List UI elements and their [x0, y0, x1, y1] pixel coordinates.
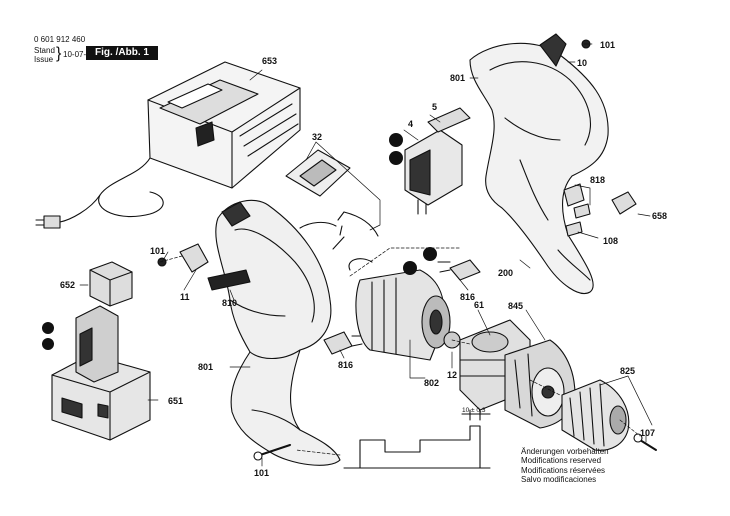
svg-text:A: A	[393, 136, 400, 146]
callout-61: 61	[474, 300, 484, 310]
clutch-ring-icon	[504, 339, 576, 429]
svg-text:A: A	[427, 250, 434, 260]
callout-11: 11	[180, 292, 190, 302]
callout-653: 653	[262, 56, 277, 66]
dimension-label: 10 ± 0,3	[462, 407, 486, 414]
callout-810: 810	[222, 298, 237, 308]
battery-pack-icon	[51, 305, 151, 441]
housing-half-right-icon	[469, 33, 609, 294]
svg-text:B: B	[393, 154, 400, 164]
small-parts-icon	[563, 183, 637, 237]
callout-816-b: 816	[338, 360, 353, 370]
callout-802: 802	[424, 378, 439, 388]
callout-101-left: 101	[150, 246, 165, 256]
leader-lines	[79, 43, 653, 467]
marker-b-top: B	[389, 151, 403, 165]
callout-200: 200	[498, 268, 513, 278]
svg-text:B: B	[407, 264, 414, 274]
marker-a-motor: A	[423, 247, 437, 261]
callout-825: 825	[620, 366, 635, 376]
battery-small-icon	[89, 261, 133, 307]
svg-text:−: −	[45, 340, 51, 351]
motor-icon	[348, 258, 461, 361]
note-fr: Modifications réservées	[521, 465, 606, 475]
marker-a-top: A	[389, 133, 403, 147]
callout-801-bottom: 801	[198, 362, 213, 372]
document-number: 0 601 912 460	[34, 35, 86, 44]
note-de: Änderungen vorbehalten	[521, 447, 609, 456]
stand-label: Stand	[34, 46, 55, 55]
callout-107: 107	[640, 428, 655, 438]
figure-label: Fig. /Abb. 1	[86, 46, 158, 60]
charger-icon	[35, 61, 301, 229]
brush-cover-icon	[285, 149, 379, 250]
assembly-lines	[159, 247, 641, 456]
callout-801-top: 801	[450, 73, 465, 83]
callout-818: 818	[590, 175, 605, 185]
callout-32: 32	[312, 132, 322, 142]
brush-holder-icon	[323, 259, 481, 355]
minus-terminal-icon: −	[42, 338, 54, 351]
callout-4: 4	[408, 119, 413, 129]
callout-651: 651	[168, 396, 183, 406]
housing-half-left-icon	[215, 199, 341, 466]
issue-label: Issue	[34, 55, 54, 64]
callout-12: 12	[447, 370, 457, 380]
callout-101-bottom: 101	[254, 468, 269, 478]
svg-text:+: +	[45, 324, 51, 335]
switch-icon	[404, 107, 471, 215]
chuck-icon	[561, 379, 630, 451]
callout-101-top: 101	[600, 40, 615, 50]
callout-658: 658	[652, 211, 667, 221]
marker-b-motor: B	[403, 261, 417, 275]
note-es: Salvo modificaciones	[521, 475, 597, 485]
plus-terminal-icon: +	[42, 322, 54, 335]
note-en: Modifications reserved	[521, 456, 602, 466]
notes-block: Änderungen vorbehalten Modifications res…	[521, 447, 609, 485]
issue-date: 10-07-27	[63, 50, 96, 59]
callout-652: 652	[60, 280, 75, 290]
label-icon	[179, 243, 251, 291]
callout-10: 10	[577, 58, 587, 68]
callout-816-a: 816	[460, 292, 475, 302]
callout-108: 108	[603, 236, 618, 246]
callout-845: 845	[508, 301, 523, 311]
brace-icon: }	[56, 45, 62, 62]
callout-5: 5	[432, 102, 437, 112]
dimension-drawing	[343, 409, 491, 469]
